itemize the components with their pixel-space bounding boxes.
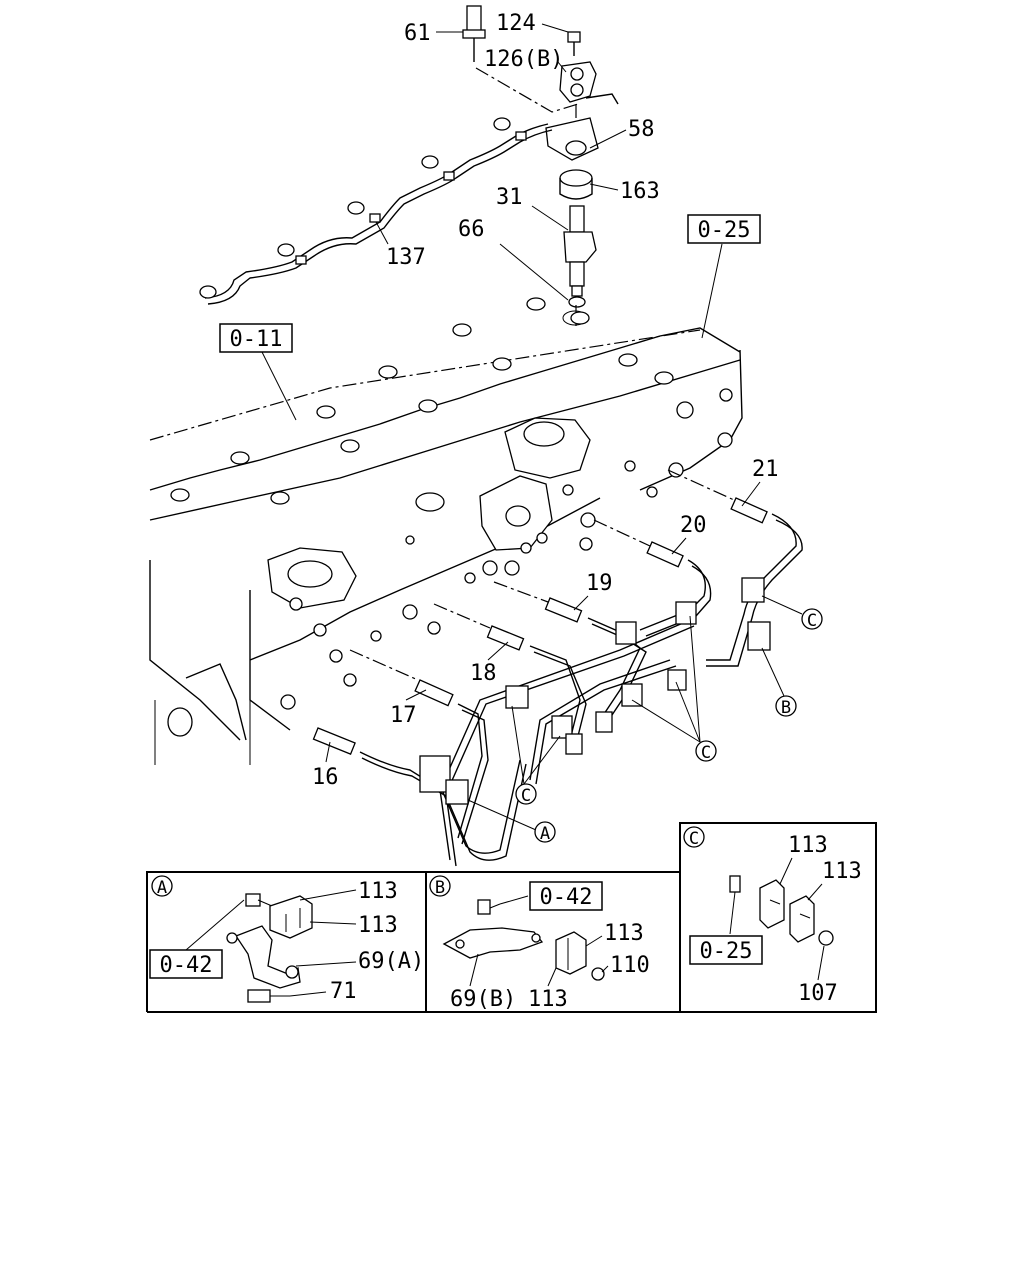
callout-66: 66 [458,217,485,242]
panel-b-label-113-top: 113 [604,921,644,946]
panel-c-label-113-left: 113 [788,833,828,858]
panel-a-label-71: 71 [330,979,357,1004]
panel-b-label-69b: 69(B) [450,987,516,1012]
side-studs [280,460,684,710]
callout-21: 21 [752,457,779,482]
callout-16: 16 [312,765,339,790]
ref-box-0-25-main: 0-25 [687,214,761,244]
callout-126b: 126(B) [484,47,563,72]
ref-0-11-text: 0-11 [230,327,283,352]
panel-c-label-113-right: 113 [822,859,862,884]
callout-61: 61 [404,21,431,46]
detail-panels [146,822,877,1013]
marker-b: B [761,647,797,718]
callout-137: 137 [386,245,426,270]
pipe-clamps [419,577,771,805]
marker-c-right: C [761,595,823,631]
marker-c-right-text: C [807,611,817,631]
ref-box-0-11: 0-11 [219,323,293,353]
marker-c-middle-text: C [701,743,711,763]
ref-0-42-a-text: 0-42 [160,953,213,978]
callout-163: 163 [620,179,660,204]
marker-a: A [467,799,556,844]
panel-b-label-110: 110 [610,953,650,978]
ref-0-42-b-text: 0-42 [540,885,593,910]
callout-31: 31 [496,185,523,210]
panel-a-label-113-bottom: 113 [358,913,398,938]
detail-panel-a: A 0-42 113 113 69(A) 71 [149,875,424,1004]
ref-0-25-main-text: 0-25 [698,218,751,243]
panel-b-marker: B [435,878,445,898]
marker-b-text: B [781,698,791,718]
manifold-ports [267,417,591,609]
detail-panel-b: B 0-42 113 110 69(B) 113 [429,875,650,1012]
head-bores [170,297,733,505]
marker-c-middle: C [631,615,717,763]
callout-58: 58 [628,117,655,142]
callout-124: 124 [496,11,536,36]
injector-assembly [199,5,619,328]
panel-a-label-113-top: 113 [358,879,398,904]
panel-c-marker: C [689,829,699,849]
cylinder-head [149,243,743,765]
callout-19: 19 [586,571,613,596]
injection-pipes [312,469,803,867]
marker-c-left: C [511,705,561,806]
marker-a-text: A [540,824,550,844]
callout-18: 18 [470,661,497,686]
panel-c-label-107: 107 [798,981,838,1006]
callouts: 61 124 126(B) 58 163 31 66 137 21 20 19 … [312,11,779,790]
callout-17: 17 [390,703,417,728]
panel-a-marker: A [157,878,167,898]
detail-panel-c: C 0-25 113 113 107 [683,826,862,1006]
ref-0-25-c-text: 0-25 [700,939,753,964]
panel-b-label-113-bottom: 113 [528,987,568,1012]
marker-c-left-text: C [521,786,531,806]
callout-20: 20 [680,513,707,538]
panel-a-label-69a: 69(A) [358,949,424,974]
